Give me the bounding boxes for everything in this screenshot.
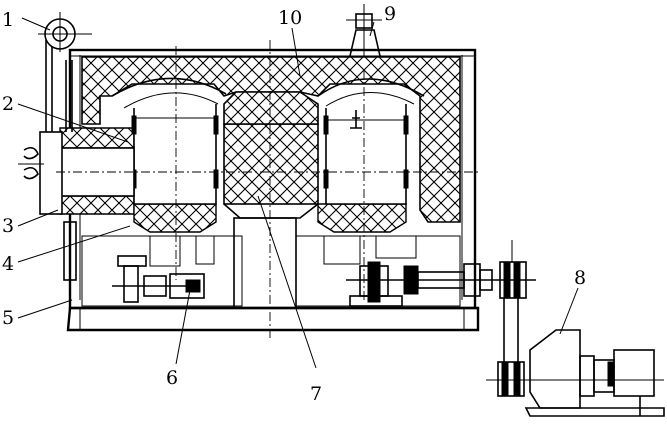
label-7: 7 [310,383,322,405]
label-3: 3 [2,215,14,237]
label-8: 8 [574,267,586,289]
drive-6 [112,255,205,303]
top-fitting-9 [346,4,382,57]
label-10: 10 [278,7,302,29]
pulley-1 [38,12,92,132]
right-chamber [323,104,409,205]
label-2: 2 [2,93,14,115]
center-lines [56,40,480,340]
label-4: 4 [2,253,14,275]
central-partition [223,91,319,219]
label-5: 5 [2,307,14,329]
right-drive-shaft [346,261,536,307]
leader-lines [17,17,579,369]
label-1: 1 [2,9,14,31]
label-9: 9 [384,3,396,25]
motor-8 [486,240,665,417]
label-6: 6 [166,367,178,389]
left-chamber [131,104,219,205]
chamber-arches [111,77,425,109]
